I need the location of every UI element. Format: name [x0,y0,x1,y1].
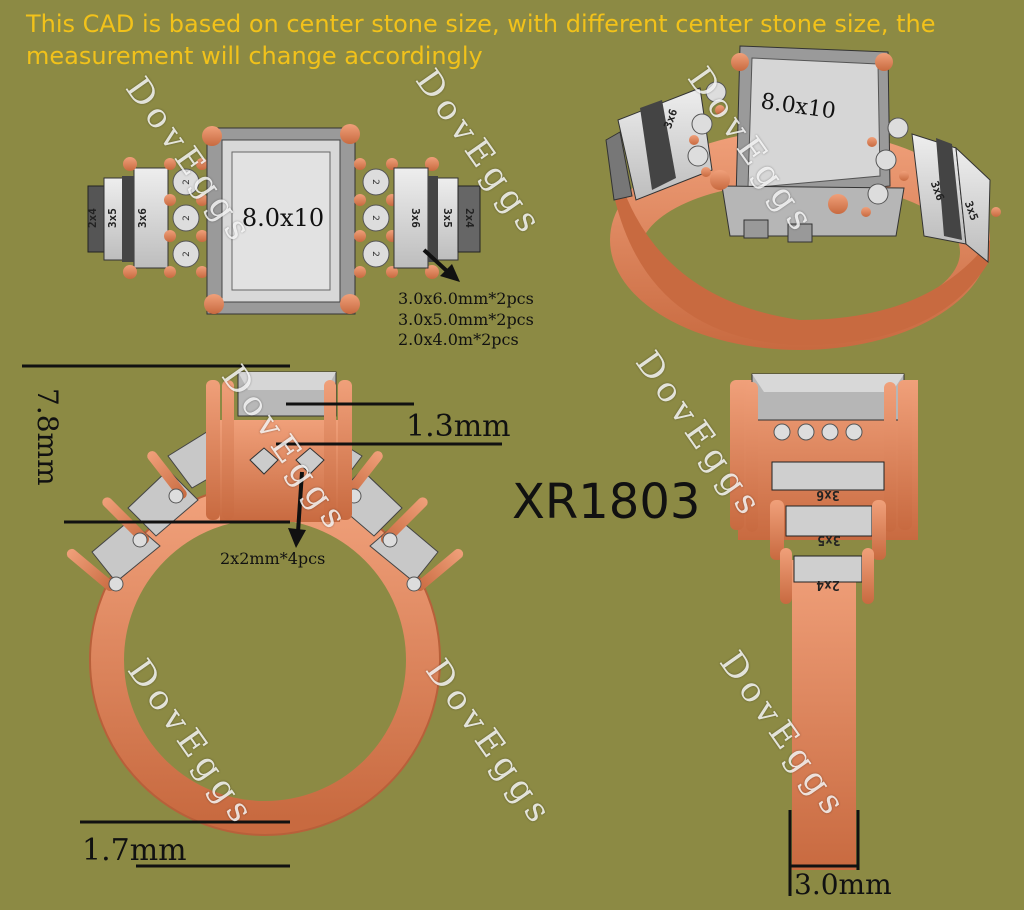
stone-label: 3x6 [816,487,840,502]
front-view: 3x6 3x5 2x4 3.0mm [730,373,918,901]
bridge-arrow [288,471,306,548]
stone-label: 3x6 [409,208,422,228]
band-width-dimension: 1.7mm [82,833,187,868]
right-side-stones [393,167,481,269]
stone-label: 3x5 [106,208,119,228]
top-view: 3x6 3x5 2x4 3x6 3x5 2x4 2 2 2 2 2 2 8.0x… [86,124,534,349]
disclaimer-line-1: This CAD is based on center stone size, … [26,10,936,38]
stone-label: 2x4 [86,208,99,228]
left-side-stones [87,167,169,269]
height-dimension: 7.8mm [31,388,64,486]
stone-label: 2x4 [816,577,840,592]
spec-line: 3.0x6.0mm*2pcs [398,289,534,308]
band-thickness-dimension: 3.0mm [794,868,892,901]
left-accent-column [123,157,208,279]
stone-label: 3x5 [817,532,840,547]
accent-label: 2 [182,215,192,221]
disclaimer-line-2: measurement will change accordingly [26,42,483,70]
accent-label: 2 [182,179,192,185]
spec-arrow [422,248,460,282]
center-stone-top [202,124,360,315]
accent-label: 2 [370,179,380,185]
accent-label: 2 [182,251,192,257]
side-view: 7.8mm 1.3mm 2x2mm*4pcs 1.7mm [22,364,511,868]
perspective-view: 3x6 3x6 3x5 8.0x10 [605,45,1001,350]
stone-label: 3x6 [136,208,149,228]
accent-label: 2 [370,215,380,221]
center-stone-label: 8.0x10 [242,204,324,232]
disclaimer-note: This CAD is based on center stone size, … [26,8,986,72]
spec-line: 3.0x5.0mm*2pcs [398,310,534,329]
prong-dimension: 1.3mm [406,409,511,444]
stone-label: 3x5 [441,208,454,228]
stone-label: 2x4 [463,208,476,228]
accent-label: 2 [370,251,380,257]
spec-line: 2.0x4.0m*2pcs [398,330,519,349]
model-code: XR1803 [512,474,701,530]
stone-label: 3x5 [962,199,981,222]
bridge-stones-label: 2x2mm*4pcs [220,549,325,568]
